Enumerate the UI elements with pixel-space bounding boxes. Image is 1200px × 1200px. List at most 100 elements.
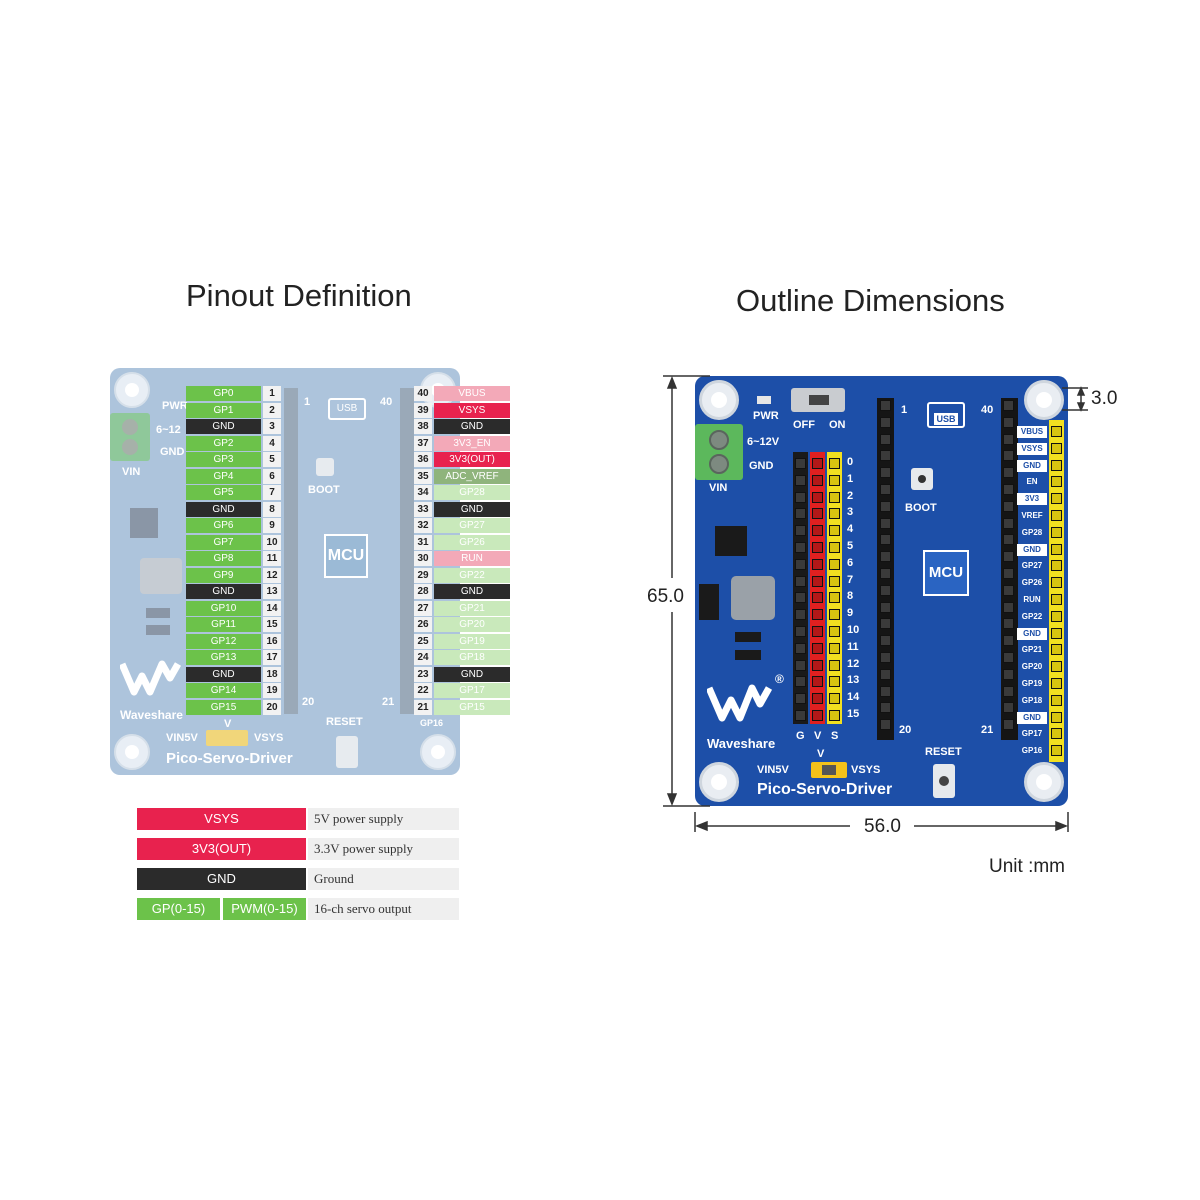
waveshare-logo-icon (118, 658, 186, 698)
boot-label: BOOT (905, 502, 937, 514)
pin-number: 25 (414, 633, 432, 649)
height-dimension: 65.0 (647, 586, 684, 607)
unit-label: Unit :mm (989, 856, 1065, 877)
header-pin (1051, 493, 1062, 505)
pin-number: 6 (263, 468, 281, 484)
mcu-label: MCU (928, 564, 964, 581)
header-pin (1051, 526, 1062, 538)
pin-name-tag: GP11 (186, 617, 261, 632)
pin-number: 27 (414, 600, 432, 616)
pin-name-tag: 3V3_EN (434, 435, 510, 451)
pin-number: 17 (263, 650, 281, 665)
header-pin (1051, 459, 1062, 471)
header-pin (880, 484, 891, 495)
vin-label: VIN (122, 466, 141, 478)
pin-number: 36 (414, 452, 432, 467)
header-pin (880, 702, 891, 714)
screw-icon (122, 439, 138, 455)
header-pin (1051, 510, 1062, 521)
header-pin (1003, 534, 1014, 546)
header-pin (795, 592, 806, 604)
pwr-led-icon (757, 396, 771, 404)
header-pin (812, 458, 823, 469)
header-pin (1003, 635, 1014, 647)
pin-number: 10 (263, 534, 281, 550)
pin-name-tag: 3V3(OUT) (434, 452, 510, 467)
header-number-20: 20 (899, 724, 912, 736)
pin-number: 22 (414, 683, 432, 698)
reset-label: RESET (925, 746, 962, 758)
header-pin (1003, 450, 1014, 462)
pin-number: 38 (414, 419, 432, 434)
pinout-board: PWR 6~12 GND VIN Waveshare USB 1 40 BOOT… (110, 368, 460, 775)
pin-number: 21 (414, 699, 432, 715)
brand-label: Waveshare (120, 708, 183, 722)
screw-icon (709, 454, 729, 474)
pin-tag: VREF (1021, 511, 1043, 520)
header-pin (880, 551, 891, 563)
legend-caption: 5V power supply (308, 808, 459, 830)
header-pin (880, 500, 891, 512)
header-pin (880, 635, 891, 647)
pin-number: 28 (414, 584, 432, 599)
pin-number: 9 (263, 518, 281, 533)
v-column-label: V (814, 730, 822, 742)
header-pin (1003, 702, 1014, 714)
diode-icon (699, 584, 719, 620)
header-number-20: 20 (302, 696, 315, 708)
header-pin (1051, 661, 1062, 673)
pin-name-tag: GP15 (434, 699, 510, 715)
capacitor-icon (146, 625, 170, 635)
pin-tag: GND (1017, 543, 1047, 556)
header-pin (829, 575, 840, 587)
hole-dimension: 3.0 (1091, 388, 1118, 409)
servo-channel-number: 3 (847, 506, 854, 519)
registered-icon: ® (775, 672, 784, 686)
header-pin (829, 676, 840, 688)
header-pin (829, 626, 840, 637)
header-pin (880, 400, 891, 411)
pin-name-tag: GP3 (186, 452, 261, 467)
inductor-icon (140, 558, 182, 594)
pin-number: 37 (414, 435, 432, 451)
capacitor-icon (735, 650, 761, 660)
pin-number: 35 (414, 468, 432, 484)
pin-name-tag: GP13 (186, 650, 261, 665)
header-pin (880, 601, 891, 613)
pin-number: 14 (263, 600, 281, 616)
header-pin (1003, 500, 1014, 512)
servo-header-g (793, 452, 808, 724)
header-pin (1003, 551, 1014, 563)
header-pin (880, 517, 891, 529)
pin-tag: VBUS (1017, 426, 1047, 438)
pin-tag: GND (1017, 459, 1047, 472)
legend-tag: 3V3(OUT) (137, 838, 306, 860)
legend-tag: VSYS (137, 808, 306, 830)
pin-number: 4 (263, 435, 281, 451)
header-pin (1051, 644, 1062, 656)
pin-number: 24 (414, 650, 432, 665)
pin-number: 5 (263, 452, 281, 467)
pin-name-tag: GP28 (434, 485, 510, 500)
header-pin (812, 592, 823, 604)
header-pin (1051, 678, 1062, 689)
servo-channel-number: 7 (847, 573, 854, 586)
header-pin (829, 609, 840, 621)
pin-name-tag: GND (186, 666, 261, 682)
servo-channel-number: 4 (847, 523, 854, 536)
header-number-1: 1 (901, 404, 908, 416)
mounting-hole (1024, 380, 1064, 420)
pin-name-tag: GND (186, 419, 261, 434)
header-pin (1051, 476, 1062, 488)
header-pin (795, 491, 806, 503)
pin-tag: GND (1017, 711, 1047, 724)
header-pin (829, 558, 840, 570)
header-pin (1003, 584, 1014, 596)
servo-channel-number: 1 (847, 472, 854, 485)
g-label: G (796, 730, 805, 742)
header-pin (880, 618, 891, 630)
header-pin (812, 609, 823, 621)
header-pin (829, 642, 840, 654)
pin-number: 40 (414, 386, 432, 401)
header-pin (829, 491, 840, 503)
